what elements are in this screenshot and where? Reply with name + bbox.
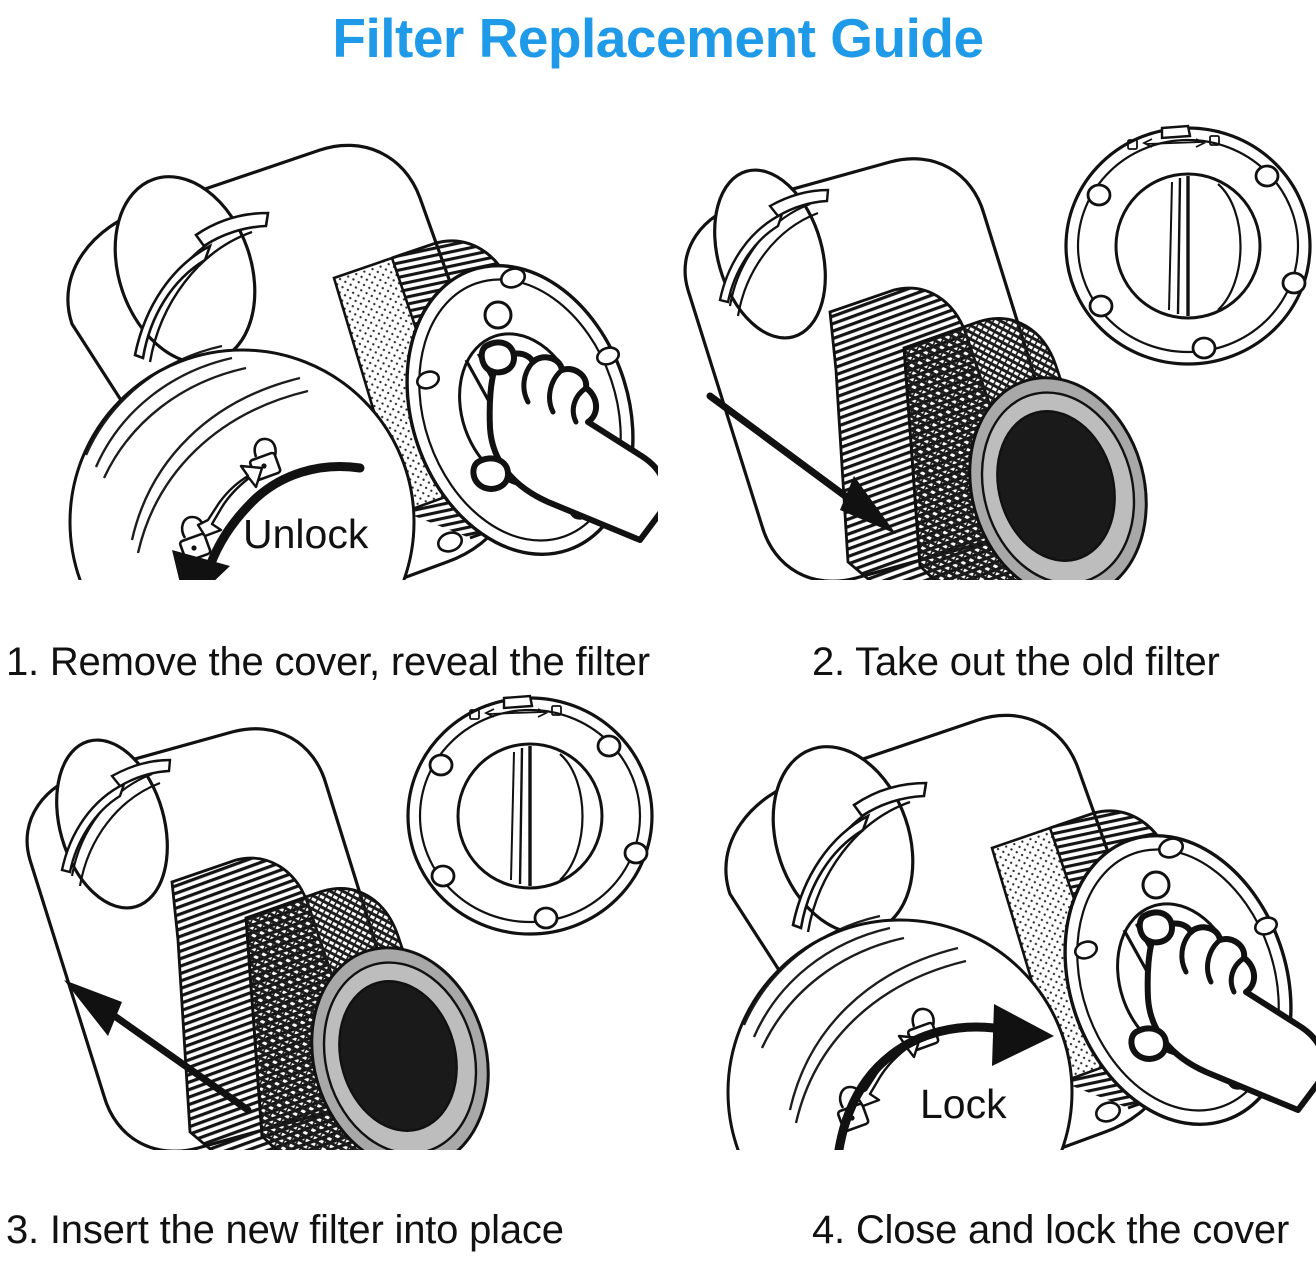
hand-thumb-icon — [1128, 909, 1176, 1062]
step-3-caption: 3. Insert the new filter into place — [6, 1208, 564, 1252]
vent-slot-icon — [133, 211, 270, 360]
hand-thumb-icon — [470, 339, 518, 492]
curved-arrow-icon — [834, 1004, 1054, 1150]
cover-lock-marks-icon — [1127, 135, 1220, 150]
cover-knob — [1114, 172, 1262, 320]
page-title: Filter Replacement Guide — [332, 7, 984, 69]
cover-lock-marks-icon — [469, 705, 562, 720]
step-1-illustration: Unlock — [66, 143, 658, 580]
padlock-open-icon — [178, 515, 212, 563]
cover-knob — [456, 742, 604, 890]
step-4-illustration: Lock — [724, 713, 1316, 1150]
step-panel-3 — [0, 680, 658, 1220]
step-4-caption: 4. Close and lock the cover — [812, 1208, 1290, 1252]
step-panel-2 — [658, 110, 1316, 650]
cover-disc-icon — [1064, 124, 1312, 366]
step-3-illustration — [25, 694, 654, 1150]
lock-callout: Lock — [726, 914, 1074, 1150]
vent-slot-icon — [60, 758, 172, 874]
straight-arrow-icon — [706, 392, 896, 534]
lock-label: Lock — [920, 1081, 1007, 1127]
hand-icon — [486, 350, 658, 543]
unlock-label: Unlock — [243, 511, 369, 557]
step-2-caption: 2. Take out the old filter — [812, 640, 1220, 684]
step-panel-4: Lock — [658, 680, 1316, 1220]
hand-icon — [1144, 920, 1316, 1113]
unlock-callout: Unlock — [68, 344, 416, 580]
cover-peg-icon — [428, 734, 649, 930]
step-panel-1: Unlock — [0, 110, 658, 650]
filter-cartridge — [828, 286, 1148, 580]
cover-disc-icon — [406, 694, 654, 936]
filter-cartridge — [170, 856, 490, 1150]
vent-slot-icon — [718, 188, 830, 304]
double-arrow-icon — [196, 464, 264, 538]
straight-arrow-icon — [64, 980, 252, 1114]
step-1-caption: 1. Remove the cover, reveal the filter — [6, 640, 650, 684]
step-2-illustration — [683, 124, 1312, 580]
vent-slot-icon — [791, 781, 928, 930]
curved-arrow-icon — [172, 461, 365, 580]
cover-peg-icon — [1086, 164, 1307, 360]
